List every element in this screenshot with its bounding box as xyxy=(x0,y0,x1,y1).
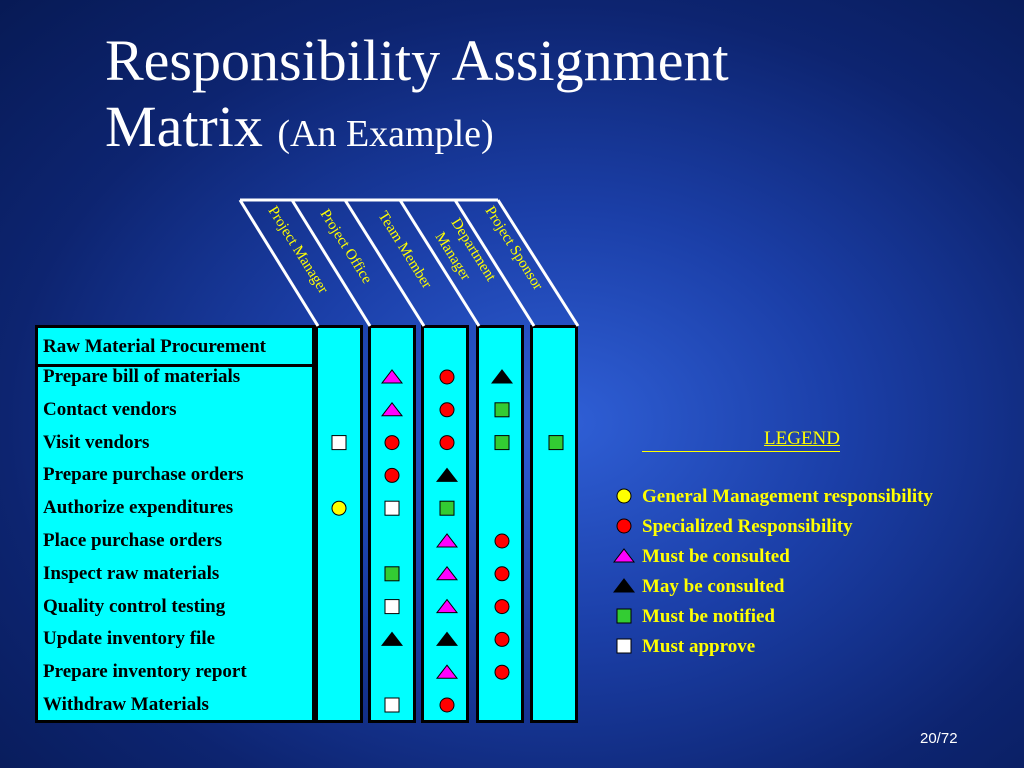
legend-symbol-notified xyxy=(616,608,632,624)
task-label: Place purchase orders xyxy=(43,530,223,551)
legend-symbol-specialized xyxy=(616,518,632,534)
matrix-mark-approve xyxy=(331,435,347,451)
matrix-mark-may_consult xyxy=(490,369,514,384)
matrix-mark-may_consult xyxy=(380,631,404,646)
legend-item-label: Must approve xyxy=(642,636,756,657)
title-line-1: Responsibility Assignment xyxy=(105,28,729,93)
legend-symbol-may_consult xyxy=(612,578,636,593)
matrix-mark-specialized xyxy=(439,435,455,451)
matrix-mark-specialized xyxy=(494,599,510,615)
role-header-label: Team Member xyxy=(375,209,435,292)
slide-title: Responsibility Assignment Matrix (An Exa… xyxy=(105,28,729,167)
column-team-member xyxy=(421,325,469,723)
legend-symbol-general xyxy=(616,488,632,504)
column-project-office xyxy=(368,325,416,723)
column-department-manager xyxy=(476,325,524,723)
matrix-mark-notified xyxy=(439,500,455,516)
page-number: 20/72 xyxy=(920,730,958,747)
matrix-mark-consulted xyxy=(435,533,459,548)
header-divider xyxy=(453,199,536,327)
legend-symbol-approve xyxy=(616,638,632,654)
matrix-mark-specialized xyxy=(384,467,400,483)
header-divider xyxy=(496,199,580,327)
matrix-mark-consulted xyxy=(435,598,459,614)
matrix-mark-may_consult xyxy=(435,467,459,482)
legend-title: LEGEND xyxy=(764,428,840,449)
matrix-mark-specialized xyxy=(439,369,455,385)
task-label: Withdraw Materials xyxy=(43,694,209,715)
matrix-mark-notified xyxy=(494,435,510,451)
task-label: Visit vendors xyxy=(43,431,150,453)
matrix-mark-consulted xyxy=(380,369,404,384)
legend-item-label: Must be notified xyxy=(642,606,775,627)
matrix-mark-consulted xyxy=(435,664,459,679)
section-divider xyxy=(38,364,315,367)
task-list-box: Raw Material Procurement xyxy=(35,325,315,723)
task-label: Authorize expenditures xyxy=(43,497,234,519)
matrix-mark-approve xyxy=(384,599,400,615)
matrix-mark-approve xyxy=(384,500,400,516)
matrix-mark-may_consult xyxy=(435,631,459,646)
matrix-marks xyxy=(331,369,564,713)
header-divider xyxy=(238,199,320,327)
header-divider xyxy=(290,199,372,327)
matrix-mark-specialized xyxy=(439,402,455,418)
legend-item-label: May be consulted xyxy=(642,576,785,597)
legend-symbols xyxy=(612,488,636,654)
matrix-mark-specialized xyxy=(494,631,510,647)
legend-item-label: Must be consulted xyxy=(642,546,790,567)
title-subtitle: (An Example) xyxy=(277,113,494,155)
matrix-mark-specialized xyxy=(494,533,510,549)
legend-symbol-consulted xyxy=(612,548,636,563)
role-header-label: Project Office xyxy=(317,207,375,287)
task-label: Contact vendors xyxy=(43,398,177,420)
legend-underline xyxy=(642,451,840,452)
task-label: Quality control testing xyxy=(43,595,226,617)
column-project-sponsor xyxy=(530,325,578,723)
matrix-mark-specialized xyxy=(439,697,455,713)
matrix-mark-consulted xyxy=(435,565,459,581)
matrix-mark-notified xyxy=(384,566,400,582)
task-label: Prepare bill of materials xyxy=(43,366,241,387)
task-label: Update inventory file xyxy=(43,628,216,650)
matrix-mark-approve xyxy=(384,697,400,713)
matrix-mark-specialized xyxy=(384,435,400,451)
header-divider xyxy=(343,199,426,327)
matrix-mark-consulted xyxy=(380,401,404,417)
section-header: Raw Material Procurement xyxy=(43,336,266,357)
title-line-2: Matrix xyxy=(105,94,263,159)
legend-item-label: General Management responsibility xyxy=(642,486,933,507)
header-divider xyxy=(398,199,481,327)
matrix-mark-notified xyxy=(548,435,564,451)
legend-item-label: Specialized Responsibility xyxy=(642,516,853,537)
column-project-manager xyxy=(315,325,363,723)
task-label: Prepare inventory report xyxy=(43,661,247,683)
matrix-mark-notified xyxy=(494,402,510,418)
matrix-mark-general xyxy=(331,500,347,516)
matrix-mark-specialized xyxy=(494,566,510,582)
task-label: Prepare purchase orders xyxy=(43,464,244,486)
matrix-mark-specialized xyxy=(494,664,510,680)
task-label: Inspect raw materials xyxy=(43,562,220,584)
